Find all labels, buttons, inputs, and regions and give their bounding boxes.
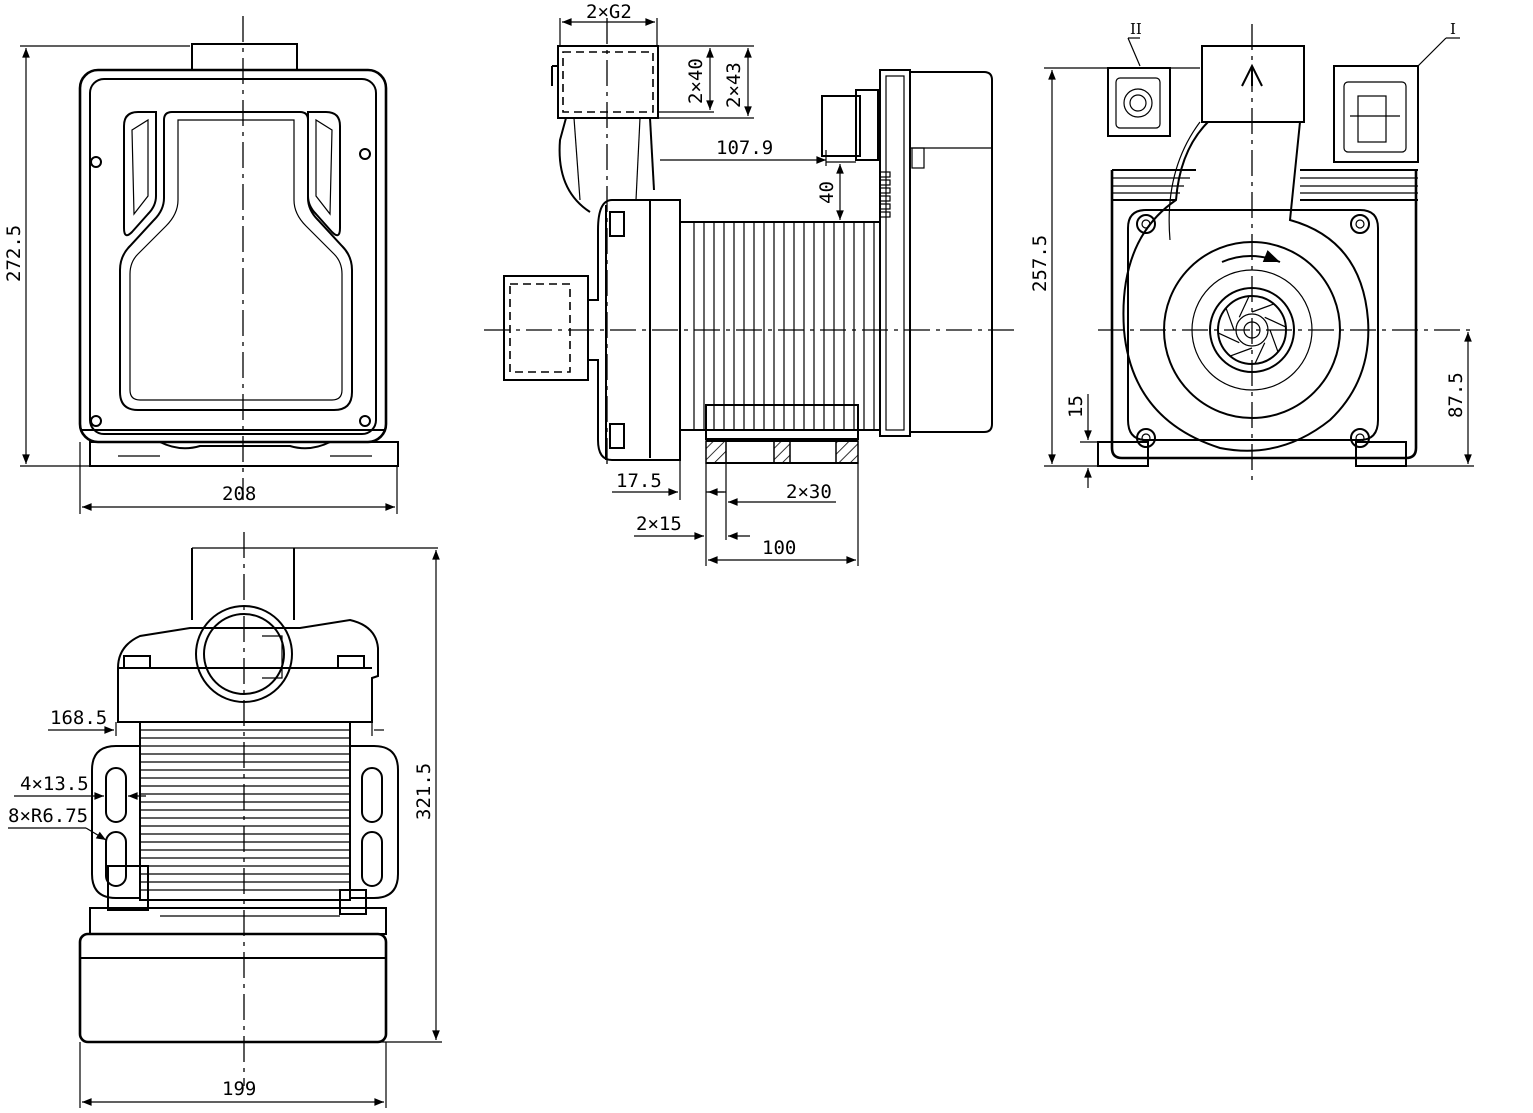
- dim-87-5: 87.5: [1445, 372, 1467, 418]
- callout-I: I: [1450, 20, 1456, 38]
- rear-height-dim: 257.5: [1029, 235, 1051, 292]
- side-view: 2×G2 2×40 2×43 107.9 40 17.5 2×30: [484, 1, 1020, 566]
- dim-17-5: 17.5: [616, 470, 662, 492]
- dim-4x13-5: 4×13.5: [20, 773, 89, 795]
- top-view: 168.5 4×13.5 8×R6.75 321.5 199: [8, 532, 442, 1108]
- dim-321-5: 321.5: [413, 763, 435, 820]
- dim-15: 15: [1065, 395, 1087, 418]
- rear-view: II I 257.5 15 87.5: [1029, 20, 1474, 488]
- dim-2x15: 2×15: [636, 513, 682, 535]
- front-width-dim: 208: [222, 483, 256, 505]
- cooling-fins: [693, 222, 875, 430]
- bolt-icon: [1136, 214, 1370, 448]
- flange-dim-43: 2×43: [723, 62, 745, 108]
- dim-199: 199: [222, 1078, 256, 1100]
- screw-icon: [90, 148, 371, 427]
- dim-8xR6-75: 8×R6.75: [8, 805, 88, 827]
- front-height-dim: 272.5: [3, 225, 25, 282]
- dim-2x30: 2×30: [786, 481, 832, 503]
- front-view: 272.5 208: [3, 16, 399, 514]
- dim-40: 40: [816, 181, 838, 204]
- thread-dim: 2×G2: [586, 1, 632, 23]
- dim-168-5: 168.5: [50, 707, 107, 729]
- dim-107-9: 107.9: [716, 137, 773, 159]
- callout-II: II: [1130, 20, 1142, 38]
- flange-dim-40: 2×40: [685, 58, 707, 104]
- dim-100: 100: [762, 537, 796, 559]
